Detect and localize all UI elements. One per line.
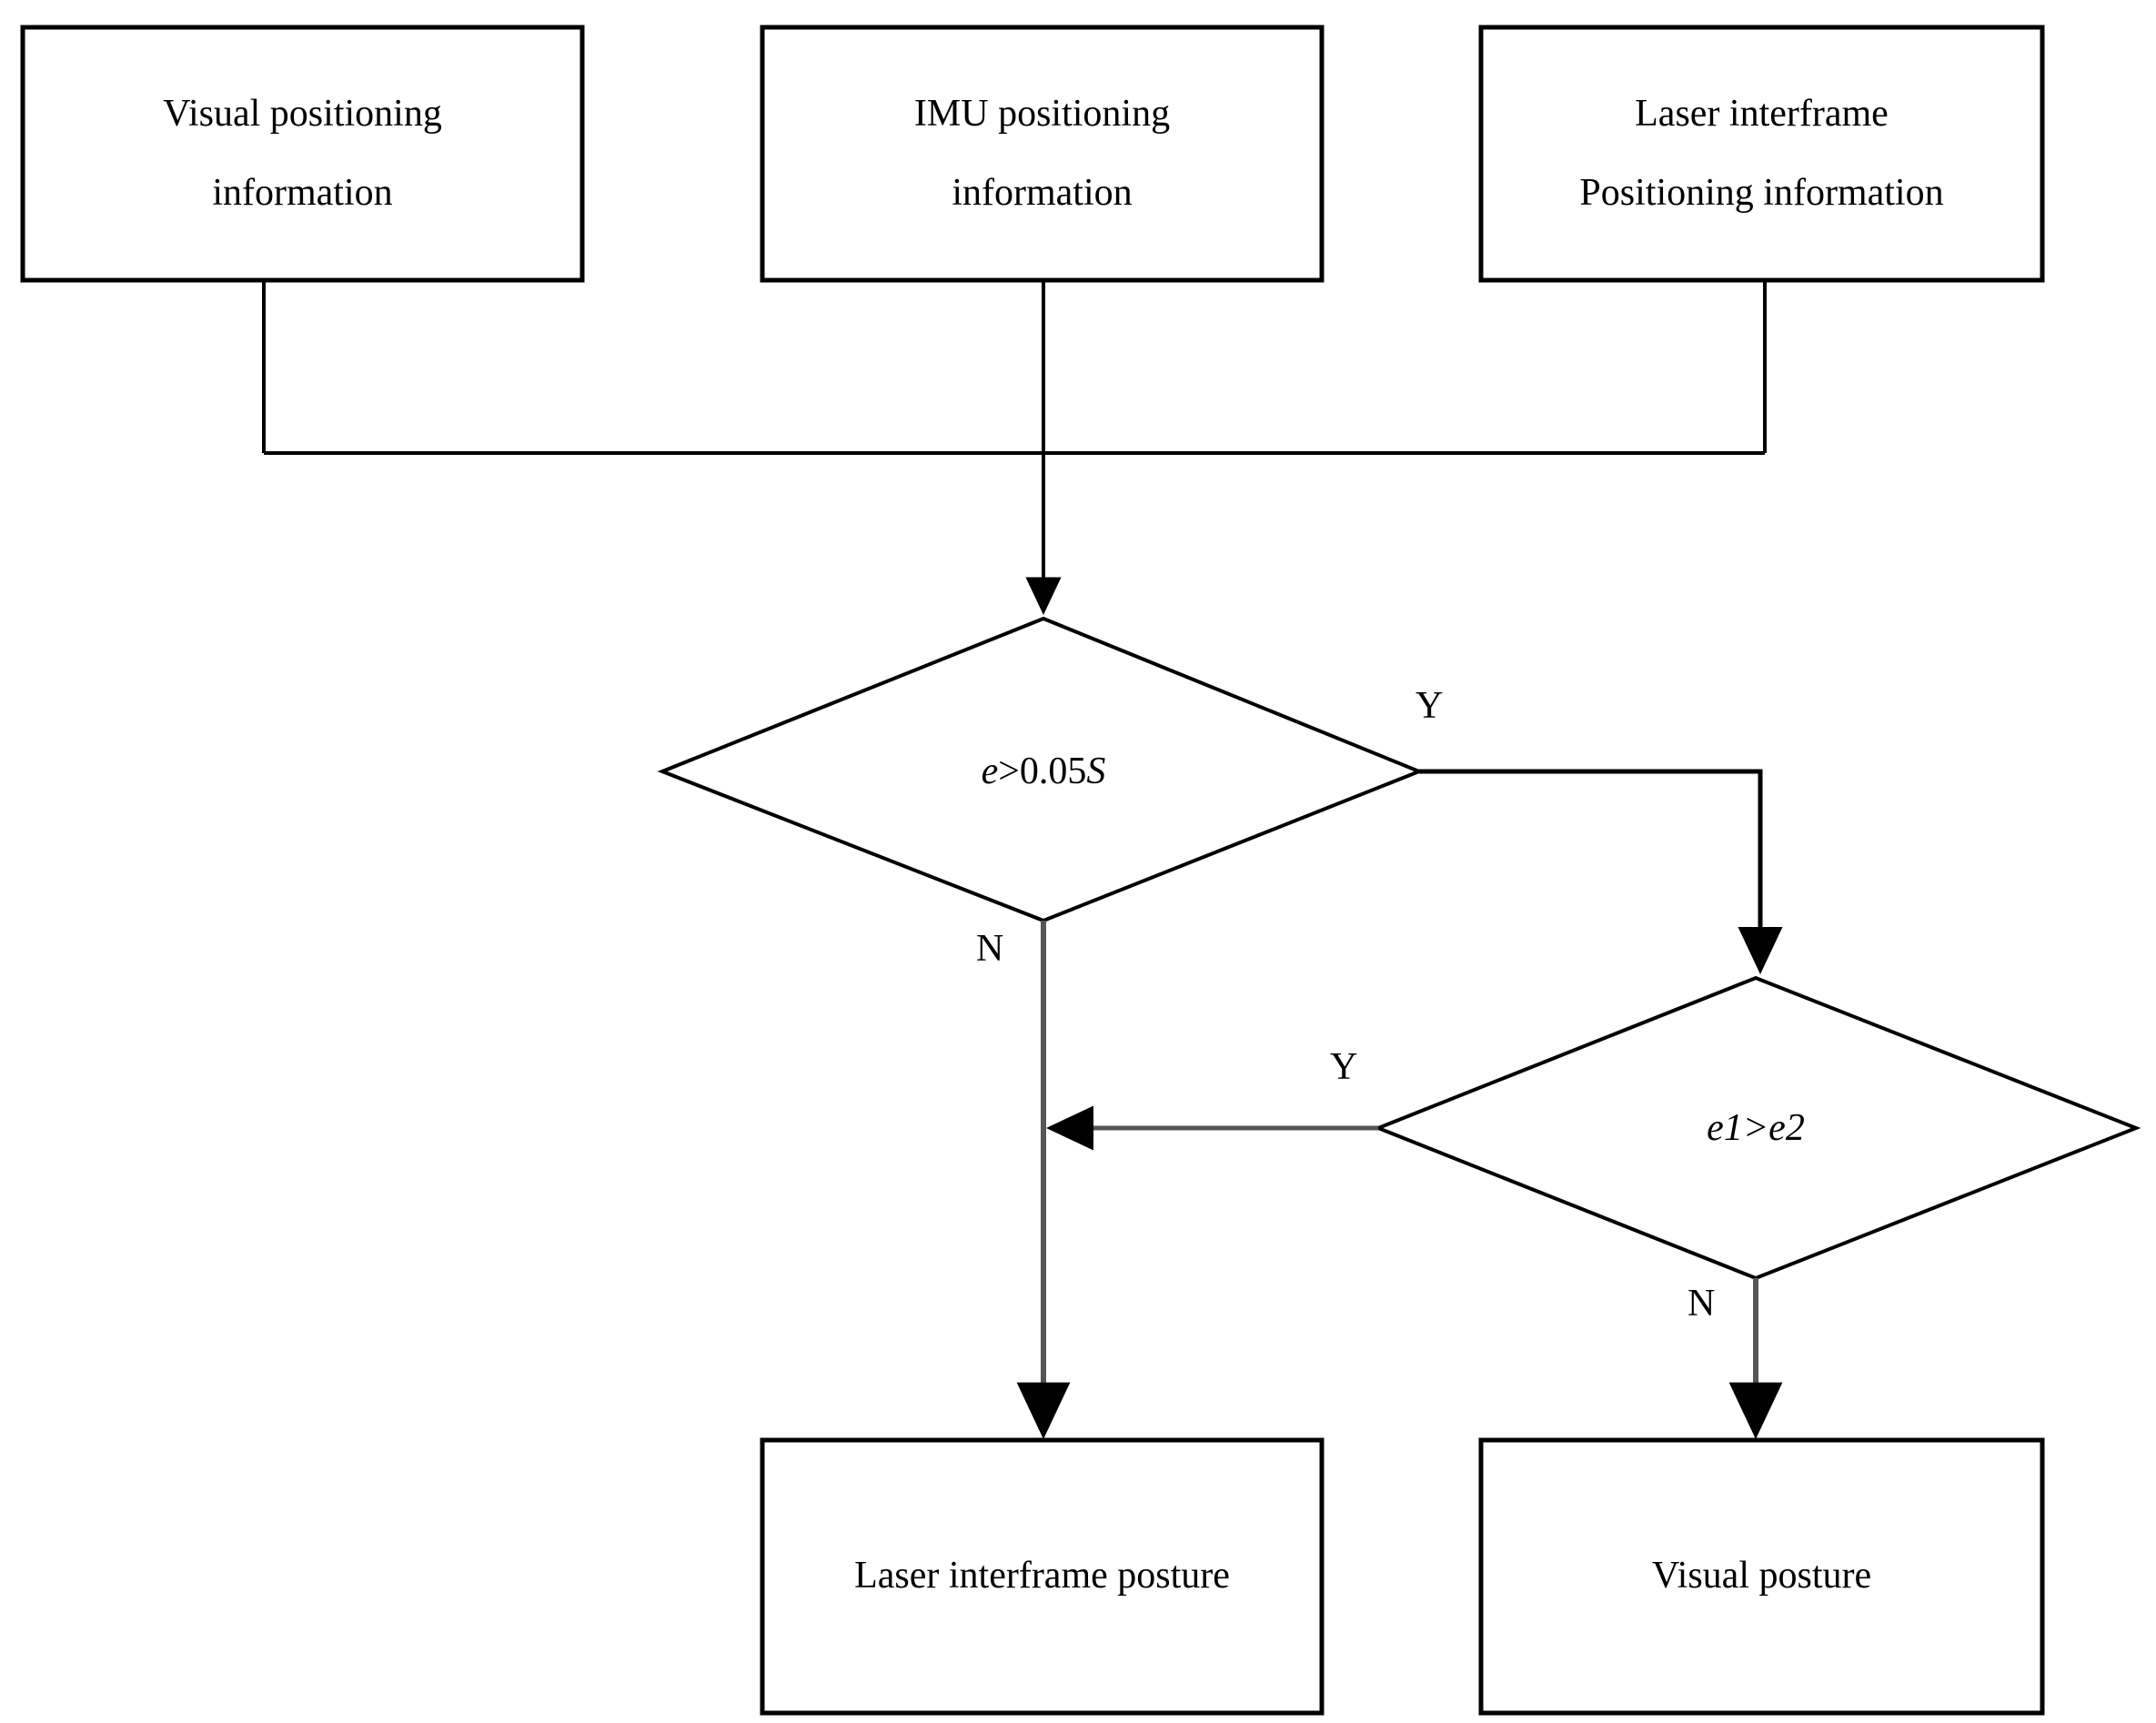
node-input-laser-shape — [1478, 25, 2045, 283]
node-output-laser-shape — [760, 1437, 1325, 1716]
node-input-imu-shape — [760, 25, 1325, 283]
node-decision-error-shape — [657, 616, 1425, 923]
node-input-visual-shape — [20, 25, 585, 283]
node-output-visual-shape — [1478, 1437, 2045, 1716]
edge-decision-error-yes — [1419, 769, 1783, 975]
node-decision-compare-shape — [1373, 975, 2141, 1281]
